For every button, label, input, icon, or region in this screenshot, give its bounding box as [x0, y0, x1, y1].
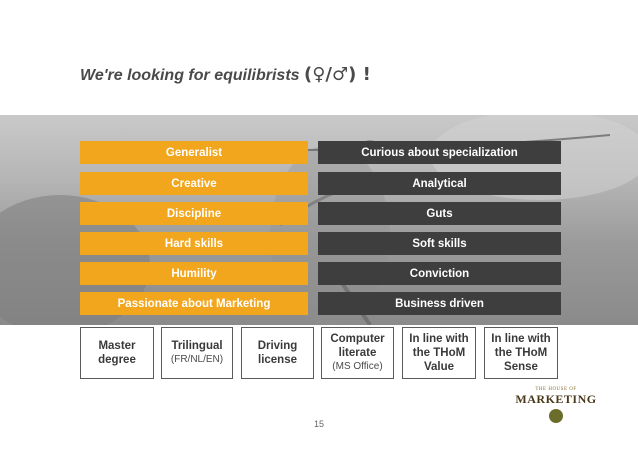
trait-bar-right: Curious about specialization	[318, 141, 561, 164]
trait-bar-left: Creative	[80, 172, 308, 195]
trait-bar-right: Analytical	[318, 172, 561, 195]
trait-bar-left: Humility	[80, 262, 308, 285]
requirement-title: Trilingual	[171, 339, 222, 353]
trait-bar-left: Generalist	[80, 141, 308, 164]
trait-bar-right: Conviction	[318, 262, 561, 285]
requirement-title: Master degree	[87, 339, 147, 367]
slide-title: We're looking for equilibrists (♀/♂) !	[80, 64, 371, 85]
requirement-title: In line with the THoM Value	[406, 332, 472, 374]
requirement-box: Trilingual (FR/NL/EN)	[161, 327, 233, 379]
requirement-box: In line with the THoM Sense	[484, 327, 558, 379]
requirement-detail: (FR/NL/EN)	[171, 353, 223, 367]
trait-bar-right: Guts	[318, 202, 561, 225]
trait-bar-left: Passionate about Marketing	[80, 292, 308, 315]
logo-word: MARKETING	[515, 392, 596, 407]
trait-bar-right: Soft skills	[318, 232, 561, 255]
page-number: 15	[314, 419, 324, 429]
requirement-title: Computer literate	[328, 332, 388, 360]
requirement-box: Master degree	[80, 327, 154, 379]
requirement-box: In line with the THoM Value	[402, 327, 476, 379]
requirement-detail: (MS Office)	[332, 360, 382, 374]
requirement-box: Driving license	[241, 327, 314, 379]
leaf-seal-icon	[549, 409, 563, 423]
trait-bar-right: Business driven	[318, 292, 561, 315]
house-of-marketing-logo: THE HOUSE OF MARKETING	[524, 387, 588, 431]
requirement-box: Computer literate (MS Office)	[321, 327, 394, 379]
title-text: We're looking for equilibrists	[80, 67, 300, 84]
requirement-title: Driving license	[250, 339, 305, 367]
requirement-title: In line with the THoM Sense	[488, 332, 554, 374]
trait-bar-left: Discipline	[80, 202, 308, 225]
trait-bar-left: Hard skills	[80, 232, 308, 255]
gender-symbols: (♀/♂) !	[304, 64, 371, 85]
